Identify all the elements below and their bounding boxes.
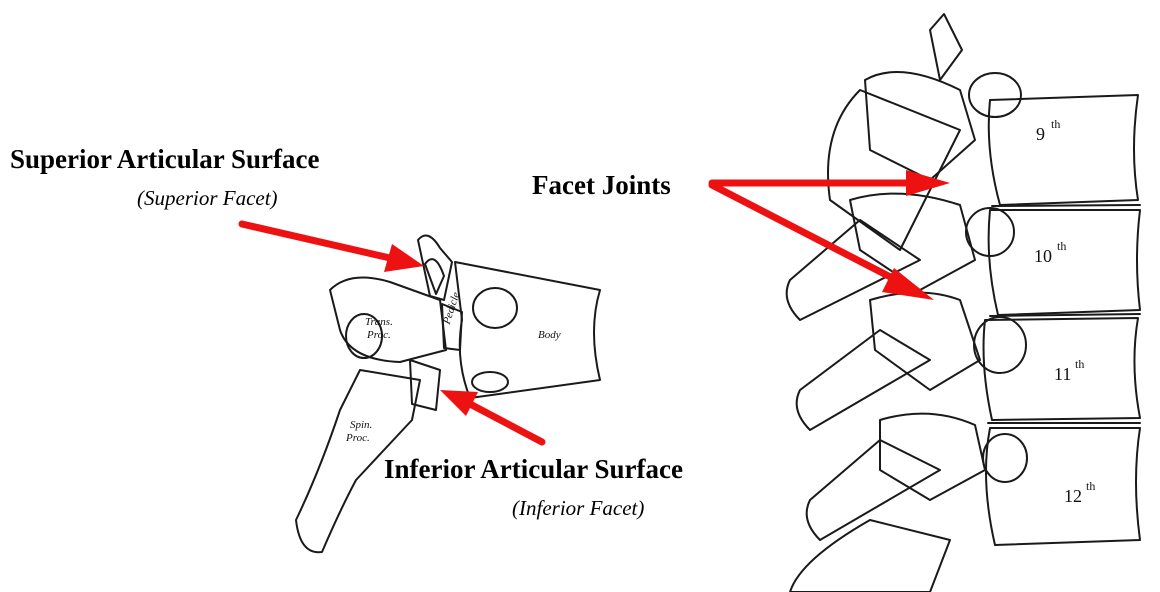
vertebra-label-11: 11 th [1054,357,1084,384]
arrow-facet-joint-upper [712,170,950,196]
svg-text:th: th [1057,239,1066,253]
vertebra-label-10: 10 th [1034,239,1066,266]
bone-label-proc: Proc. [366,329,391,341]
inferior-articular-surface-label: Inferior Articular Surface [384,454,683,485]
svg-text:9: 9 [1036,124,1045,144]
svg-text:11: 11 [1054,364,1071,384]
bone-label-spin-proc: Proc. [345,432,370,444]
arrow-superior-facet [242,224,424,272]
svg-text:th: th [1086,479,1095,493]
svg-text:th: th [1075,357,1084,371]
svg-text:12: 12 [1064,486,1082,506]
arrow-facet-joint-lower [712,185,934,300]
vertebra-label-9: 9 th [1036,117,1060,144]
bone-label-body: Body [538,329,561,341]
svg-text:10: 10 [1034,246,1052,266]
arrow-inferior-facet [440,390,542,442]
superior-facet-sublabel: (Superior Facet) [137,186,278,211]
vertebra-label-12: 12 th [1064,479,1095,506]
spinal-column-illustration: 9 th 10 th 11 th 12 th [787,14,1140,592]
facet-joints-label: Facet Joints [532,170,671,201]
inferior-facet-sublabel: (Inferior Facet) [512,496,644,521]
superior-articular-surface-label: Superior Articular Surface [10,144,319,175]
svg-text:th: th [1051,117,1060,131]
bone-label-spin: Spin. [350,419,372,431]
bone-label-pedicle: Pedicle [440,291,462,327]
bone-label-trans: Trans. [365,316,393,328]
